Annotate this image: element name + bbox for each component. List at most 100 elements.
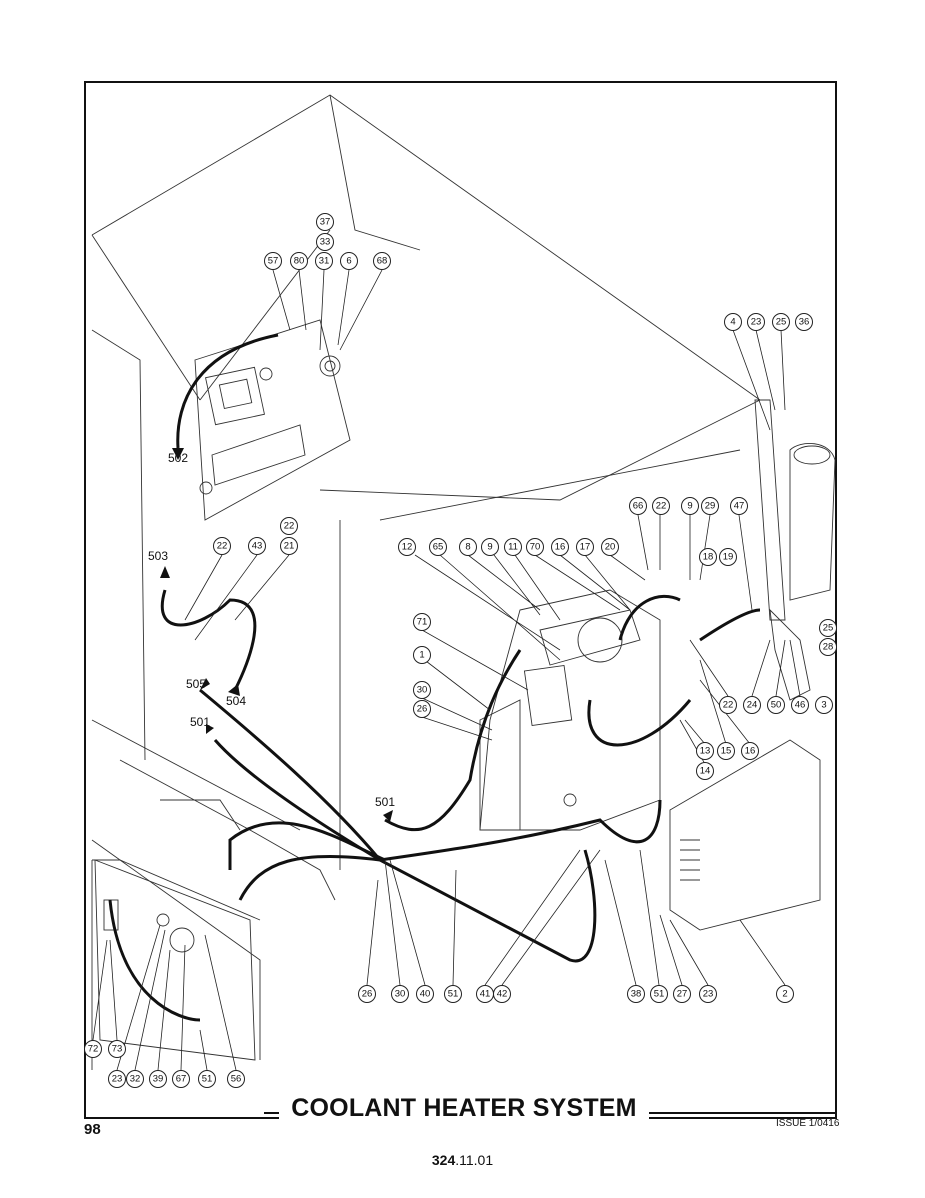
callout-bubble: 6 <box>340 252 358 270</box>
svg-text:51: 51 <box>448 989 459 1000</box>
svg-text:33: 33 <box>320 237 331 248</box>
callout-bubble: 22 <box>280 517 298 535</box>
reference-label: 501 <box>375 795 395 809</box>
svg-text:23: 23 <box>112 1074 123 1085</box>
document-code-rest: .11.01 <box>455 1152 494 1168</box>
callout-bubble: 51 <box>650 985 668 1003</box>
svg-text:68: 68 <box>377 256 388 267</box>
svg-text:6: 6 <box>346 256 351 267</box>
svg-text:31: 31 <box>319 256 330 267</box>
reference-label: 502 <box>168 451 188 465</box>
callout-bubble: 22 <box>652 497 670 515</box>
callout-bubble: 40 <box>416 985 434 1003</box>
document-code: 324.11.01 <box>0 1152 925 1168</box>
callout-bubble: 39 <box>149 1070 167 1088</box>
svg-text:67: 67 <box>176 1074 187 1085</box>
callout-bubble: 27 <box>673 985 691 1003</box>
svg-text:2: 2 <box>782 989 787 1000</box>
callout-bubble: 4 <box>724 313 742 331</box>
svg-text:30: 30 <box>417 685 428 696</box>
reference-label: 504 <box>226 694 246 708</box>
callout-bubble: 13 <box>696 742 714 760</box>
callout-bubble: 15 <box>717 742 735 760</box>
svg-text:1: 1 <box>419 650 424 661</box>
svg-text:11: 11 <box>508 542 518 553</box>
callout-bubble: 36 <box>795 313 813 331</box>
callout-bubble: 47 <box>730 497 748 515</box>
svg-text:25: 25 <box>776 317 787 328</box>
svg-text:42: 42 <box>497 989 508 1000</box>
svg-text:29: 29 <box>705 501 716 512</box>
callout-bubble: 50 <box>767 696 785 714</box>
callout-bubble: 23 <box>108 1070 126 1088</box>
svg-text:22: 22 <box>217 541 228 552</box>
callout-bubble: 30 <box>391 985 409 1003</box>
callout-bubble: 37 <box>316 213 334 231</box>
svg-text:51: 51 <box>654 989 665 1000</box>
callout-bubbles: 37 33 57 80 31 6 68 4 23 25 36 66 22 9 2… <box>84 213 837 1088</box>
svg-text:13: 13 <box>700 746 711 757</box>
callout-bubble: 56 <box>227 1070 245 1088</box>
callout-bubble: 2 <box>776 985 794 1003</box>
svg-text:22: 22 <box>723 700 734 711</box>
callout-bubble: 28 <box>819 638 837 656</box>
svg-text:37: 37 <box>320 217 331 228</box>
svg-text:73: 73 <box>112 1044 123 1055</box>
machine-outline <box>91 94 836 1070</box>
callout-bubble: 22 <box>213 537 231 555</box>
callout-bubble: 51 <box>444 985 462 1003</box>
callout-bubble: 68 <box>373 252 391 270</box>
reference-label: 505 <box>186 677 206 691</box>
svg-text:22: 22 <box>656 501 667 512</box>
svg-text:14: 14 <box>700 766 711 777</box>
callout-bubble: 72 <box>84 1040 102 1058</box>
callout-bubble: 11 <box>504 538 522 556</box>
svg-text:80: 80 <box>294 256 305 267</box>
svg-text:25: 25 <box>823 623 834 634</box>
svg-text:66: 66 <box>633 501 644 512</box>
callout-bubble: 24 <box>743 696 761 714</box>
svg-text:50: 50 <box>771 700 782 711</box>
svg-text:17: 17 <box>580 542 591 553</box>
svg-text:40: 40 <box>420 989 431 1000</box>
svg-text:41: 41 <box>480 989 491 1000</box>
callout-bubble: 73 <box>108 1040 126 1058</box>
svg-text:16: 16 <box>745 746 756 757</box>
callout-bubble: 26 <box>413 700 431 718</box>
callout-bubble: 22 <box>719 696 737 714</box>
svg-text:8: 8 <box>465 542 470 553</box>
callout-bubble: 67 <box>172 1070 190 1088</box>
svg-text:46: 46 <box>795 700 806 711</box>
callout-bubble: 23 <box>699 985 717 1003</box>
callout-bubble: 43 <box>248 537 266 555</box>
arrow-heads <box>160 448 393 822</box>
svg-text:39: 39 <box>153 1074 164 1085</box>
svg-text:19: 19 <box>723 552 734 563</box>
callout-bubble: 9 <box>481 538 499 556</box>
callout-bubble: 3 <box>815 696 833 714</box>
callout-bubble: 46 <box>791 696 809 714</box>
svg-text:70: 70 <box>530 542 541 553</box>
connection-references: 502 503 504 505 501 501 <box>148 451 395 809</box>
leader-lines <box>92 269 801 1071</box>
svg-text:3: 3 <box>821 700 826 711</box>
svg-text:27: 27 <box>677 989 688 1000</box>
svg-text:16: 16 <box>555 542 566 553</box>
callout-bubble: 18 <box>699 548 717 566</box>
svg-text:43: 43 <box>252 541 263 552</box>
title-rule-right <box>648 1112 837 1114</box>
svg-text:4: 4 <box>730 317 735 328</box>
callout-bubble: 30 <box>413 681 431 699</box>
callout-bubble: 32 <box>126 1070 144 1088</box>
svg-text:57: 57 <box>268 256 279 267</box>
callout-bubble: 38 <box>627 985 645 1003</box>
callout-bubble: 16 <box>741 742 759 760</box>
callout-bubble: 70 <box>526 538 544 556</box>
callout-bubble: 31 <box>315 252 333 270</box>
callout-bubble: 65 <box>429 538 447 556</box>
svg-text:38: 38 <box>631 989 642 1000</box>
svg-text:56: 56 <box>231 1074 242 1085</box>
issue-label: ISSUE 1/0416 <box>776 1118 840 1129</box>
callout-bubble: 17 <box>576 538 594 556</box>
